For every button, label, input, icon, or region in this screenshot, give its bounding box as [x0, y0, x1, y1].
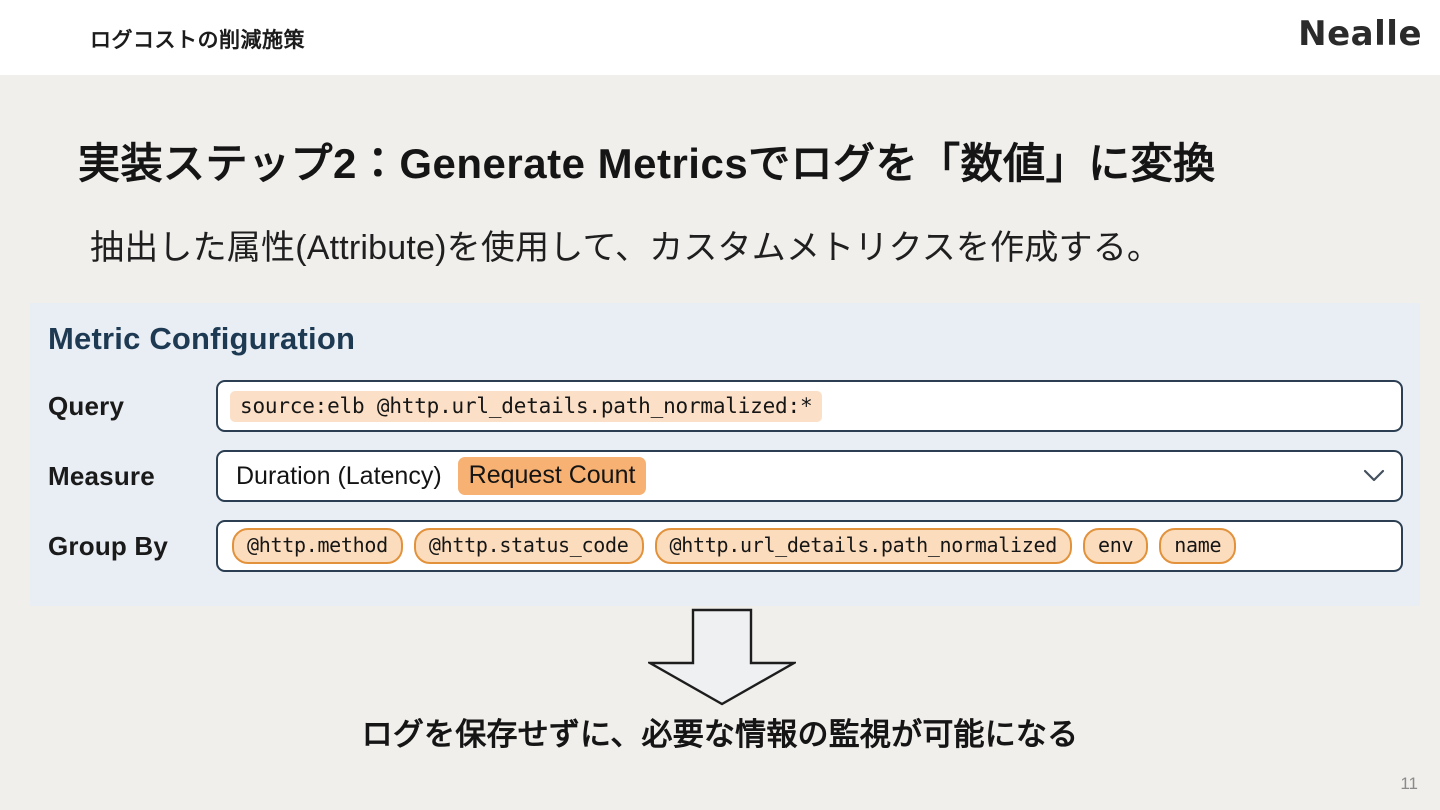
measure-plain-value: Duration (Latency) — [236, 461, 442, 490]
measure-highlighted-value: Request Count — [457, 457, 647, 495]
page-title: 実装ステップ2：Generate Metricsでログを「数値」に変換 — [78, 140, 1216, 187]
group-by-row: Group By @http.method @http.status_code … — [48, 519, 1403, 573]
brand-logo: Nealle — [1298, 14, 1422, 54]
measure-select[interactable]: Duration (Latency) Request Count — [216, 450, 1403, 502]
group-by-label: Group By — [48, 530, 169, 561]
query-label: Query — [48, 390, 125, 421]
page-number: 11 — [1400, 774, 1418, 793]
group-by-input[interactable]: @http.method @http.status_code @http.url… — [216, 520, 1403, 572]
page-subtitle: 抽出した属性(Attribute)を使用して、カスタムメトリクスを作成する。 — [90, 229, 1162, 267]
query-value: source:elb @http.url_details.path_normal… — [230, 390, 823, 422]
group-by-chip[interactable]: @http.status_code — [413, 528, 644, 564]
query-row: Query source:elb @http.url_details.path_… — [48, 379, 1403, 433]
slide-header: ログコストの削減施策 Nealle — [0, 0, 1440, 75]
chevron-down-icon[interactable] — [1363, 465, 1385, 487]
measure-row: Measure Duration (Latency) Request Count — [48, 449, 1403, 503]
group-by-chip[interactable]: env — [1082, 528, 1149, 564]
panel-title: Metric Configuration — [48, 321, 356, 356]
metric-configuration-panel: Metric Configuration Query source:elb @h… — [30, 303, 1420, 606]
group-by-chip[interactable]: @http.url_details.path_normalized — [654, 528, 1072, 564]
group-by-chip[interactable]: @http.method — [232, 528, 403, 564]
summary-caption: ログを保存せずに、必要な情報の監視が可能になる — [361, 717, 1079, 752]
query-input[interactable]: source:elb @http.url_details.path_normal… — [216, 380, 1403, 432]
header-title: ログコストの削減施策 — [90, 29, 305, 52]
measure-label: Measure — [48, 460, 155, 491]
arrow-down-block-icon — [645, 608, 799, 706]
slide-body: 実装ステップ2：Generate Metricsでログを「数値」に変換 抽出した… — [0, 75, 1440, 810]
group-by-chip[interactable]: name — [1159, 528, 1237, 564]
